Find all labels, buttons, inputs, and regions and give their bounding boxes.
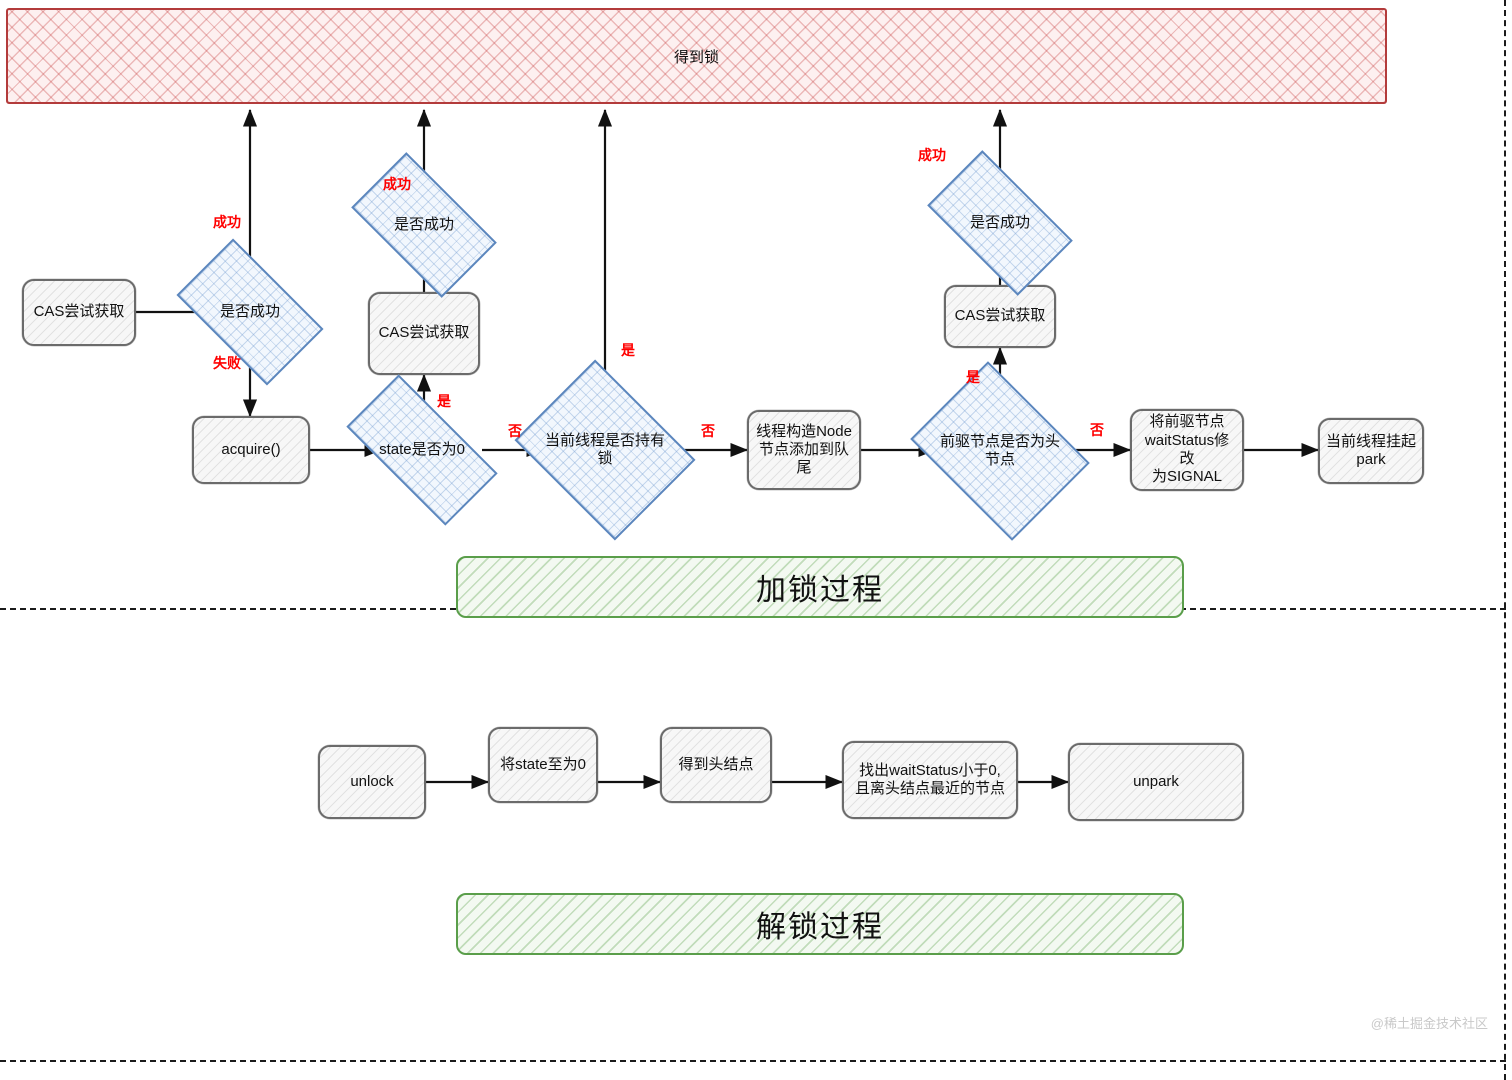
node-cas-try-1[interactable]: CAS尝试获取 <box>22 279 136 346</box>
lock-section-banner: 加锁过程 <box>456 556 1184 618</box>
node-thread-holds-lock[interactable]: 当前线程是否持有 锁 <box>514 359 696 541</box>
node-unpark[interactable]: unpark <box>1068 743 1244 821</box>
node-build-node[interactable]: 线程构造Node 节点添加到队 尾 <box>747 410 861 490</box>
node-cas-try-1-label: CAS尝试获取 <box>33 303 125 321</box>
edge-label-success-3: 成功 <box>918 147 946 163</box>
node-acquire-label: acquire() <box>221 440 281 458</box>
node-cas-try-2[interactable]: CAS尝试获取 <box>368 292 480 375</box>
got-lock-banner: 得到锁 <box>6 8 1387 104</box>
node-state-to-zero[interactable]: 将state至为0 <box>488 727 598 803</box>
node-is-success-2[interactable]: 是否成功 <box>351 152 497 298</box>
edge-label-yes-3: 是 <box>966 369 980 385</box>
node-state-is-zero[interactable]: state是否为0 <box>346 374 498 526</box>
node-get-head[interactable]: 得到头结点 <box>660 727 772 803</box>
node-set-signal[interactable]: 将前驱节点 waitStatus修改 为SIGNAL <box>1130 409 1244 491</box>
diamond-shape <box>346 374 498 526</box>
got-lock-banner-label: 得到锁 <box>673 48 719 66</box>
diamond-shape <box>351 152 497 298</box>
diamond-shape <box>176 238 324 386</box>
diamond-shape <box>910 361 1090 541</box>
edge-label-fail-1: 失败 <box>213 355 241 371</box>
node-pred-is-head[interactable]: 前驱节点是否为头 节点 <box>910 361 1090 541</box>
node-acquire[interactable]: acquire() <box>192 416 310 484</box>
node-is-success-3[interactable]: 是否成功 <box>927 150 1073 296</box>
node-unpark-label: unpark <box>1133 772 1179 790</box>
node-unlock[interactable]: unlock <box>318 745 426 819</box>
edge-label-success-1: 成功 <box>213 214 241 230</box>
unlock-section-banner: 解锁过程 <box>456 893 1184 955</box>
node-cas-try-3-label: CAS尝试获取 <box>954 307 1046 325</box>
canvas-bottom-border <box>0 1060 1506 1062</box>
lock-section-banner-label: 加锁过程 <box>756 574 884 607</box>
edge-label-success-2: 成功 <box>383 176 411 192</box>
unlock-section-banner-label: 解锁过程 <box>756 911 884 944</box>
edge-label-no-1: 否 <box>508 423 522 439</box>
node-cas-try-3[interactable]: CAS尝试获取 <box>944 285 1056 348</box>
diamond-shape <box>927 150 1073 296</box>
edge-label-no-2: 否 <box>701 423 715 439</box>
canvas-right-border <box>1504 0 1506 1080</box>
watermark: @稀土掘金技术社区 <box>1370 1016 1488 1031</box>
node-build-node-label: 线程构造Node 节点添加到队 尾 <box>756 422 852 477</box>
edge-label-yes-2: 是 <box>621 342 635 358</box>
node-find-node-label: 找出waitStatus小于0, 且离头结点最近的节点 <box>854 761 1005 797</box>
node-state-to-zero-label: 将state至为0 <box>500 755 586 773</box>
node-park-thread[interactable]: 当前线程挂起 park <box>1318 418 1424 484</box>
node-unlock-label: unlock <box>350 772 394 790</box>
node-cas-try-2-label: CAS尝试获取 <box>378 324 470 342</box>
node-find-node[interactable]: 找出waitStatus小于0, 且离头结点最近的节点 <box>842 741 1018 819</box>
node-is-success-1[interactable]: 是否成功 <box>176 238 324 386</box>
node-set-signal-label: 将前驱节点 waitStatus修改 为SIGNAL <box>1144 413 1230 486</box>
node-park-thread-label: 当前线程挂起 park <box>1326 432 1417 468</box>
edge-label-yes-1: 是 <box>437 393 451 409</box>
node-get-head-label: 得到头结点 <box>678 755 754 773</box>
edge-label-no-3: 否 <box>1090 422 1104 438</box>
diamond-shape <box>514 359 696 541</box>
